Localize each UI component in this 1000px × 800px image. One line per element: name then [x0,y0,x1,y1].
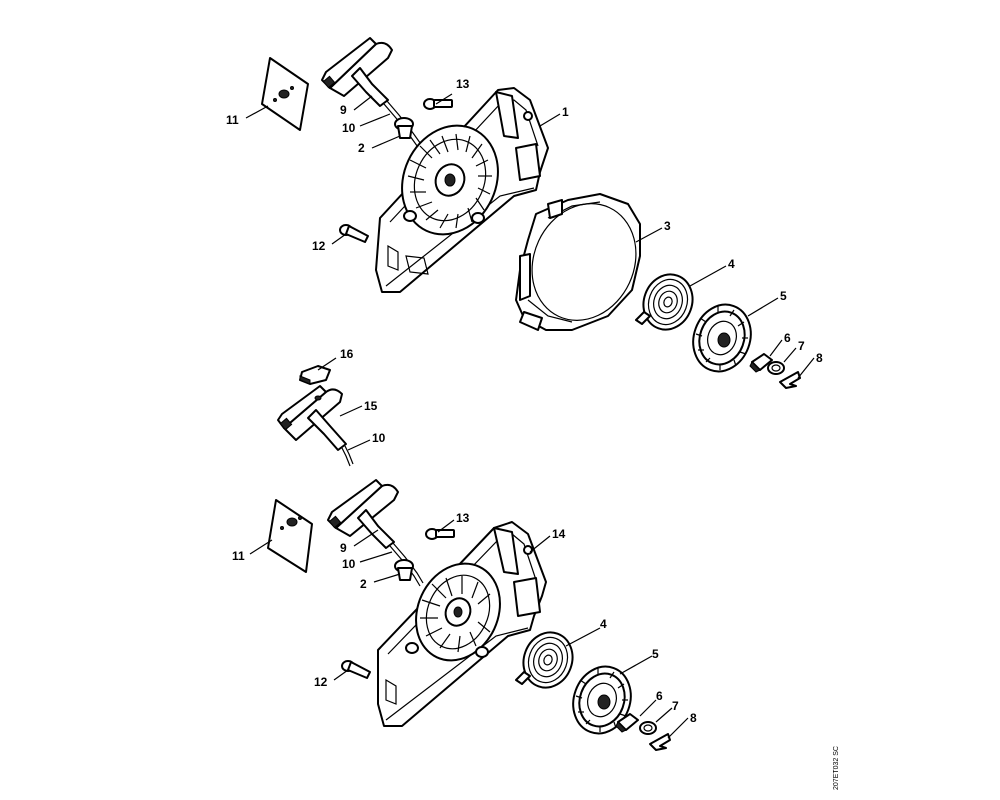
rope-guide-disc [261,57,309,131]
starter-grip [321,37,393,107]
grip-cap [299,365,331,385]
rope-guide-bush-lower [394,559,414,581]
callout-12-lower: 12 [314,675,328,689]
callout-4-lower: 4 [600,617,607,631]
callout-4: 4 [728,257,735,271]
middle-assembly: 16 15 10 [277,347,386,467]
middle-callouts: 16 15 10 [340,347,386,445]
fan-housing-lower [377,521,547,727]
callout-1: 1 [562,105,569,119]
callout-5: 5 [780,289,787,303]
upper-leader-lines [245,93,815,379]
callout-11: 11 [226,113,239,127]
spring-clip-upper [767,361,785,375]
drawing-code: 207ET032 SC [833,746,840,790]
lower-callouts: 14 2 4 5 6 7 8 9 10 11 12 13 [232,511,697,725]
callout-14: 14 [552,527,566,541]
rewind-spring-upper [635,273,694,331]
spring-wire-lower [649,733,671,751]
callout-8-lower: 8 [690,711,697,725]
callout-8: 8 [816,351,823,365]
callout-11-lower: 11 [232,549,245,563]
callout-2-lower: 2 [360,577,367,591]
callout-5-lower: 5 [652,647,659,661]
middle-leader-lines [317,357,371,451]
callout-16: 16 [340,347,354,361]
rope-guide-disc-lower [267,499,313,573]
upper-assembly: 1 2 3 4 5 6 7 8 9 10 11 12 13 [226,37,823,389]
air-guide-shroud [515,193,641,331]
spring-wire-upper [779,371,801,389]
rewind-spring-lower [515,631,574,689]
rope-guide-bush [394,117,414,139]
callout-15: 15 [364,399,378,413]
callout-10-lower: 10 [342,557,356,571]
callout-2: 2 [358,141,365,155]
lower-assembly: 14 2 4 5 6 7 8 9 10 11 12 13 [232,479,697,751]
screw-12-lower [341,660,371,679]
screw-13-upper [423,98,453,110]
callout-7-lower: 7 [672,699,679,713]
callout-10: 10 [342,121,356,135]
callout-9-lower: 9 [340,541,347,555]
pawl-lower [615,713,639,733]
starter-rope-alt [341,447,351,467]
callout-13: 13 [456,77,470,91]
callout-3: 3 [664,219,671,233]
upper-callouts: 1 2 3 4 5 6 7 8 9 10 11 12 13 [226,77,823,365]
starter-grip-lower [327,479,399,549]
screw-13-lower [425,528,455,540]
starter-rope-alt-edge [344,445,354,465]
fan-housing [375,87,549,293]
screw-12-upper [339,224,369,243]
callout-12: 12 [312,239,326,253]
rope-rotor-lower [572,665,632,735]
callout-13-lower: 13 [456,511,470,525]
lower-leader-lines [249,519,689,739]
pawl-upper [749,353,773,373]
starter-grip-alt [277,385,347,451]
spring-clip-lower [639,721,657,735]
rope-rotor-upper [692,303,752,373]
callout-7: 7 [798,339,805,353]
callout-9: 9 [340,103,347,117]
callout-6-lower: 6 [656,689,663,703]
callout-6: 6 [784,331,791,345]
callout-10-middle: 10 [372,431,386,445]
